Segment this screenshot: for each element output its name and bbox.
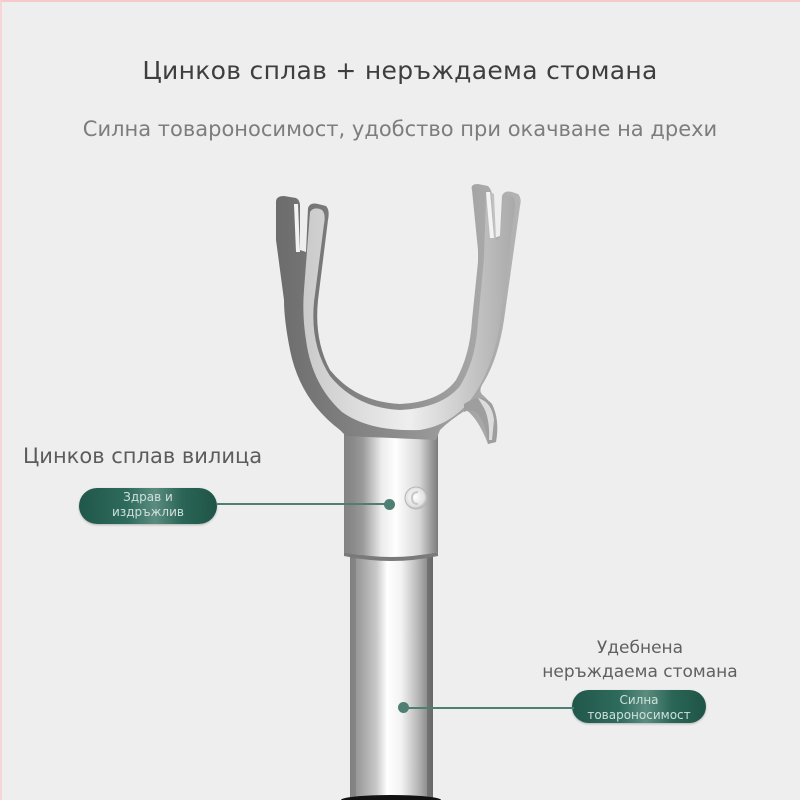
durable-badge-line1: Здрав и xyxy=(123,490,173,504)
callout-line-pole xyxy=(404,707,574,709)
page-title: Цинков сплав + неръждаема стомана xyxy=(142,56,658,85)
durable-badge-line2: издръжлив xyxy=(112,505,184,519)
load-capacity-badge-line2: товароносимост xyxy=(587,708,691,722)
load-capacity-badge: Силна товароносимост xyxy=(572,690,706,723)
durable-badge: Здрав и издръжлив xyxy=(79,488,217,524)
zinc-alloy-fork xyxy=(276,184,521,444)
page-subtitle: Силна товароносимост, удобство при окачв… xyxy=(82,117,718,141)
pole-material-label: Удебнена неръждаема стомана xyxy=(520,636,760,684)
collar-button-icon xyxy=(404,486,428,510)
callout-line-fork xyxy=(217,503,388,505)
collar xyxy=(344,425,438,561)
load-capacity-badge-line1: Силна xyxy=(619,693,659,707)
pole-material-label-line2: неръждаема стомана xyxy=(542,662,738,682)
pole-material-label-line1: Удебнена xyxy=(596,638,684,658)
callout-dot-fork xyxy=(384,499,395,510)
callout-dot-pole xyxy=(398,702,409,713)
fork-material-label: Цинков сплав вилица xyxy=(23,444,263,468)
stainless-steel-pole xyxy=(341,555,441,800)
